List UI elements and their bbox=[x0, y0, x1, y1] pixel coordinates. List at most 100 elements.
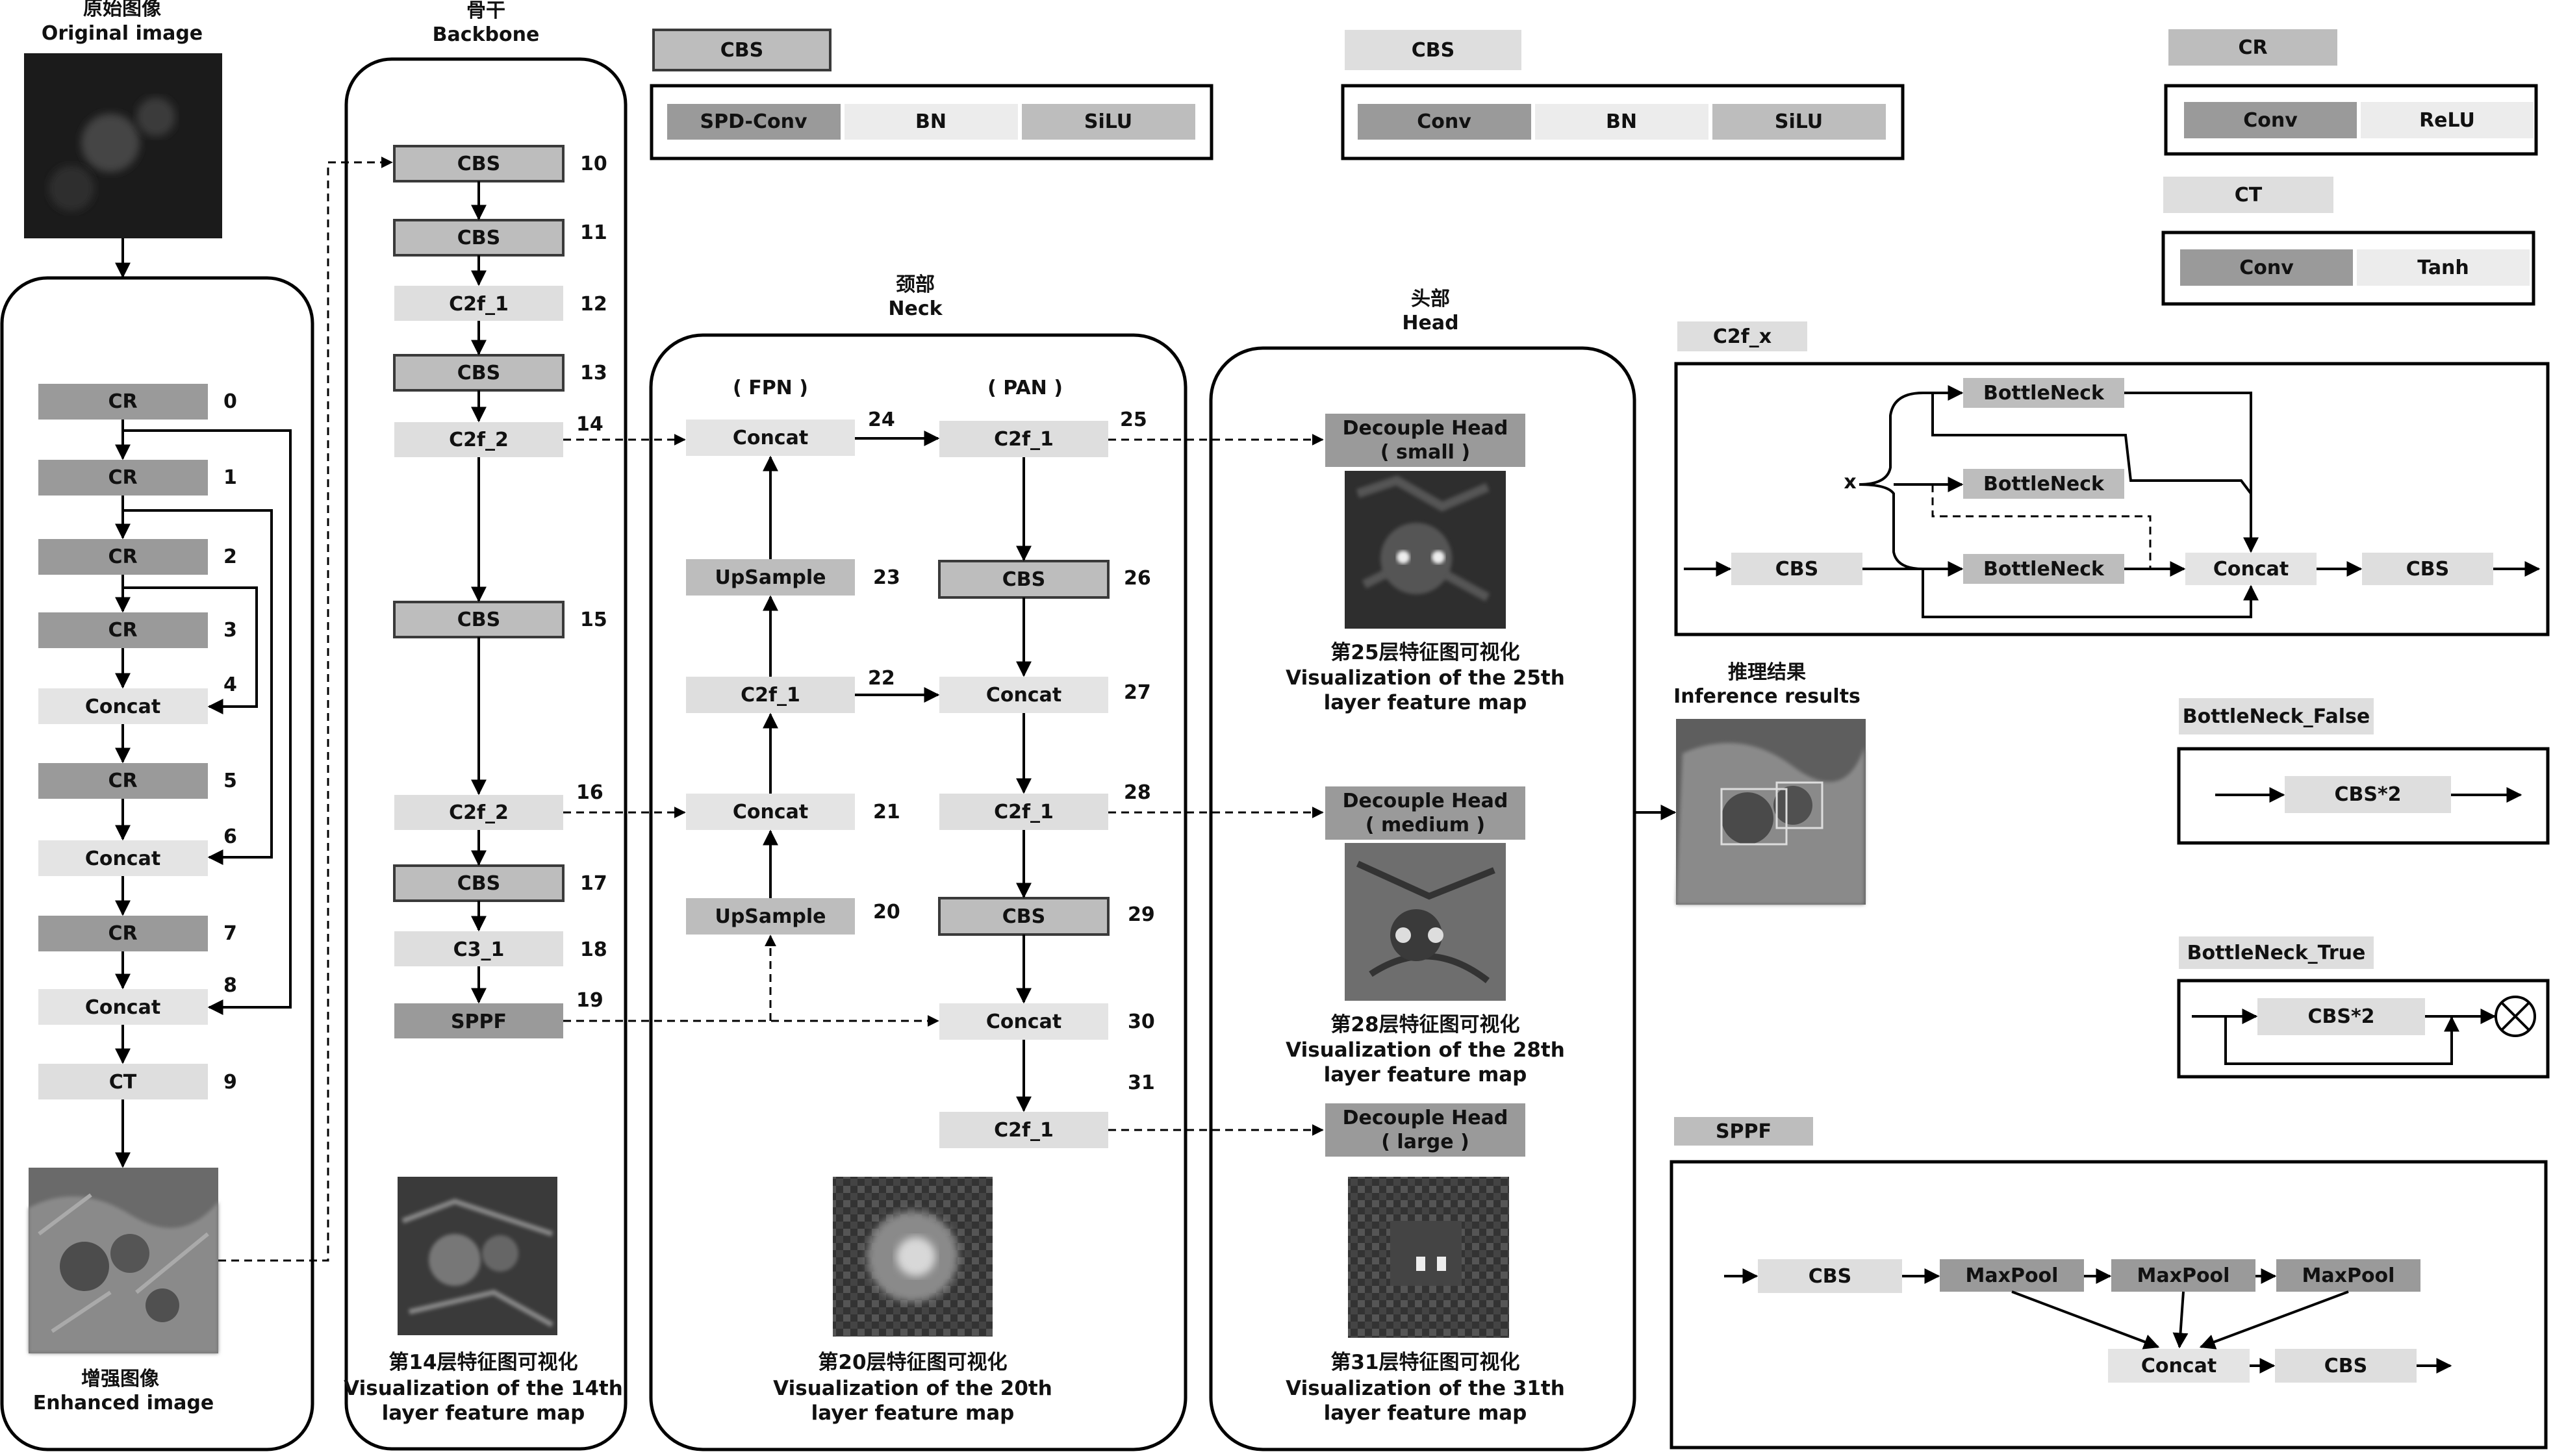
backbone-num-14: 14 bbox=[576, 413, 603, 436]
legend-cbs-conv-title: CBS bbox=[1345, 30, 1521, 70]
backbone-title-en: Backbone bbox=[433, 23, 540, 46]
neck-caption-en1: Visualization of the 20th bbox=[773, 1377, 1052, 1400]
legend-cbs-spd-conv: SPD-Conv bbox=[667, 104, 841, 140]
backbone-num-13: 13 bbox=[580, 362, 607, 384]
svg-text:CBS: CBS bbox=[457, 872, 501, 895]
svg-text:CBS: CBS bbox=[457, 362, 501, 384]
svg-text:CBS: CBS bbox=[457, 153, 501, 175]
fpn-num-20: 20 bbox=[873, 901, 900, 923]
svg-text:CT: CT bbox=[2235, 184, 2263, 207]
svg-text:BottleNeck_True: BottleNeck_True bbox=[2187, 942, 2366, 964]
pan-block-cbs-26: CBS bbox=[938, 560, 1110, 599]
svg-text:CR: CR bbox=[108, 390, 137, 413]
head-medium-caption-zh: 第28层特征图可视化 bbox=[1330, 1013, 1519, 1036]
svg-text:C2f_1: C2f_1 bbox=[449, 293, 509, 316]
legend-sppf-maxpool-3: MaxPool bbox=[2276, 1259, 2420, 1292]
legend-cbs-spd-silu: SiLU bbox=[1022, 104, 1195, 140]
svg-text:Concat: Concat bbox=[733, 801, 808, 823]
svg-text:SiLU: SiLU bbox=[1775, 110, 1823, 133]
legend-cbs-spd-frame bbox=[650, 84, 1213, 160]
legend-bn-true-block: CBS*2 bbox=[2257, 998, 2425, 1035]
legend-bn-true-title: BottleNeck_True bbox=[2179, 936, 2374, 969]
svg-text:CBS: CBS bbox=[2324, 1355, 2368, 1377]
svg-text:C2f_2: C2f_2 bbox=[449, 801, 509, 824]
pan-block-concat-27: Concat bbox=[939, 677, 1108, 713]
svg-text:MaxPool: MaxPool bbox=[2137, 1264, 2230, 1287]
pan-block-c2f1-25: C2f_1 bbox=[939, 421, 1108, 457]
enhance-num-2: 2 bbox=[223, 546, 237, 568]
legend-cr-title: CR bbox=[2168, 29, 2337, 66]
legend-bn-false-title: BottleNeck_False bbox=[2179, 698, 2374, 734]
legend-c2fx-cbs-out: CBS bbox=[2362, 553, 2493, 585]
svg-text:CR: CR bbox=[108, 619, 137, 642]
svg-text:CR: CR bbox=[108, 770, 137, 792]
fpn-num-21: 21 bbox=[873, 801, 900, 823]
add-operator-icon bbox=[2495, 996, 2536, 1037]
svg-text:SPPF: SPPF bbox=[1716, 1120, 1772, 1143]
enhance-num-8: 8 bbox=[223, 974, 237, 997]
backbone-num-10: 10 bbox=[580, 153, 607, 175]
enhance-num-1: 1 bbox=[223, 466, 237, 489]
backbone-block-sppf-19: SPPF bbox=[394, 1003, 563, 1038]
enhance-block-cr-7: CR bbox=[38, 916, 208, 951]
legend-bn-false-frame bbox=[2177, 747, 2550, 845]
svg-text:CBS: CBS bbox=[1002, 905, 1046, 928]
enhance-block-concat-8: Concat bbox=[38, 989, 208, 1025]
svg-text:SPD-Conv: SPD-Conv bbox=[700, 110, 807, 133]
head-frame bbox=[1209, 346, 1636, 1451]
neck-arrows bbox=[563, 431, 1324, 1136]
backbone-block-cbs-13: CBS bbox=[393, 354, 565, 392]
backbone-num-16: 16 bbox=[576, 781, 603, 804]
pan-num-27: 27 bbox=[1124, 681, 1151, 704]
head-medium: Decouple Head ( medium ) bbox=[1325, 786, 1525, 840]
svg-text:Conv: Conv bbox=[2243, 109, 2298, 132]
neck-title-en: Neck bbox=[888, 297, 943, 320]
pan-title: ( PAN ) bbox=[987, 377, 1063, 399]
svg-text:CBS: CBS bbox=[720, 39, 764, 62]
backbone-feature-map-14 bbox=[398, 1177, 557, 1335]
svg-text:( small ): ( small ) bbox=[1380, 441, 1470, 464]
enhance-num-6: 6 bbox=[223, 825, 237, 848]
svg-text:C2f_x: C2f_x bbox=[1713, 325, 1772, 348]
svg-text:C2f_1: C2f_1 bbox=[994, 1119, 1054, 1142]
backbone-title-zh: 骨干 bbox=[466, 0, 505, 22]
backbone-block-c2f2-16: C2f_2 bbox=[394, 795, 563, 830]
arrow-enhanced-to-backbone bbox=[218, 157, 393, 1262]
svg-text:Concat: Concat bbox=[733, 427, 808, 449]
neck-frame bbox=[649, 333, 1188, 1451]
svg-text:CBS*2: CBS*2 bbox=[2307, 1005, 2374, 1028]
enhance-arrows bbox=[115, 420, 292, 1168]
svg-text:BottleNeck: BottleNeck bbox=[1983, 558, 2105, 581]
svg-text:BN: BN bbox=[1606, 110, 1637, 133]
head-large-caption-en2: layer feature map bbox=[1324, 1401, 1527, 1425]
enhance-num-4: 4 bbox=[223, 673, 237, 696]
svg-text:UpSample: UpSample bbox=[715, 905, 826, 928]
enhance-block-cr-5: CR bbox=[38, 763, 208, 799]
head-large-caption-zh: 第31层特征图可视化 bbox=[1330, 1351, 1519, 1374]
legend-bn-false-block: CBS*2 bbox=[2285, 776, 2451, 813]
head-medium-caption-en2: layer feature map bbox=[1324, 1063, 1527, 1086]
svg-text:Concat: Concat bbox=[2213, 558, 2289, 581]
legend-c2fx-x-mark: x bbox=[1844, 471, 1856, 494]
legend-ct-frame bbox=[2161, 231, 2535, 306]
head-medium-caption-en1: Visualization of the 28th bbox=[1286, 1038, 1565, 1062]
pan-num-26: 26 bbox=[1124, 567, 1151, 590]
head-feature-map-25 bbox=[1345, 471, 1506, 629]
svg-text:Concat: Concat bbox=[986, 1010, 1061, 1033]
fpn-block-c2f1-22: C2f_1 bbox=[686, 677, 855, 713]
fpn-num-24: 24 bbox=[868, 408, 895, 431]
svg-text:C2f_1: C2f_1 bbox=[741, 684, 800, 707]
pan-block-concat-30: Concat bbox=[939, 1003, 1108, 1040]
enhanced-image bbox=[29, 1168, 218, 1353]
svg-text:CR: CR bbox=[108, 466, 137, 489]
backbone-num-17: 17 bbox=[580, 872, 607, 895]
legend-cr-frame bbox=[2164, 84, 2538, 156]
inference-image bbox=[1676, 719, 1866, 905]
svg-text:CR: CR bbox=[108, 922, 137, 945]
backbone-num-18: 18 bbox=[580, 938, 607, 961]
inference-title-en: Inference results bbox=[1673, 685, 1861, 708]
enhance-block-concat-6: Concat bbox=[38, 840, 208, 876]
legend-ct-conv: Conv bbox=[2180, 249, 2353, 286]
pan-num-30: 30 bbox=[1128, 1010, 1155, 1033]
pan-block-c2f1-28: C2f_1 bbox=[939, 794, 1108, 830]
